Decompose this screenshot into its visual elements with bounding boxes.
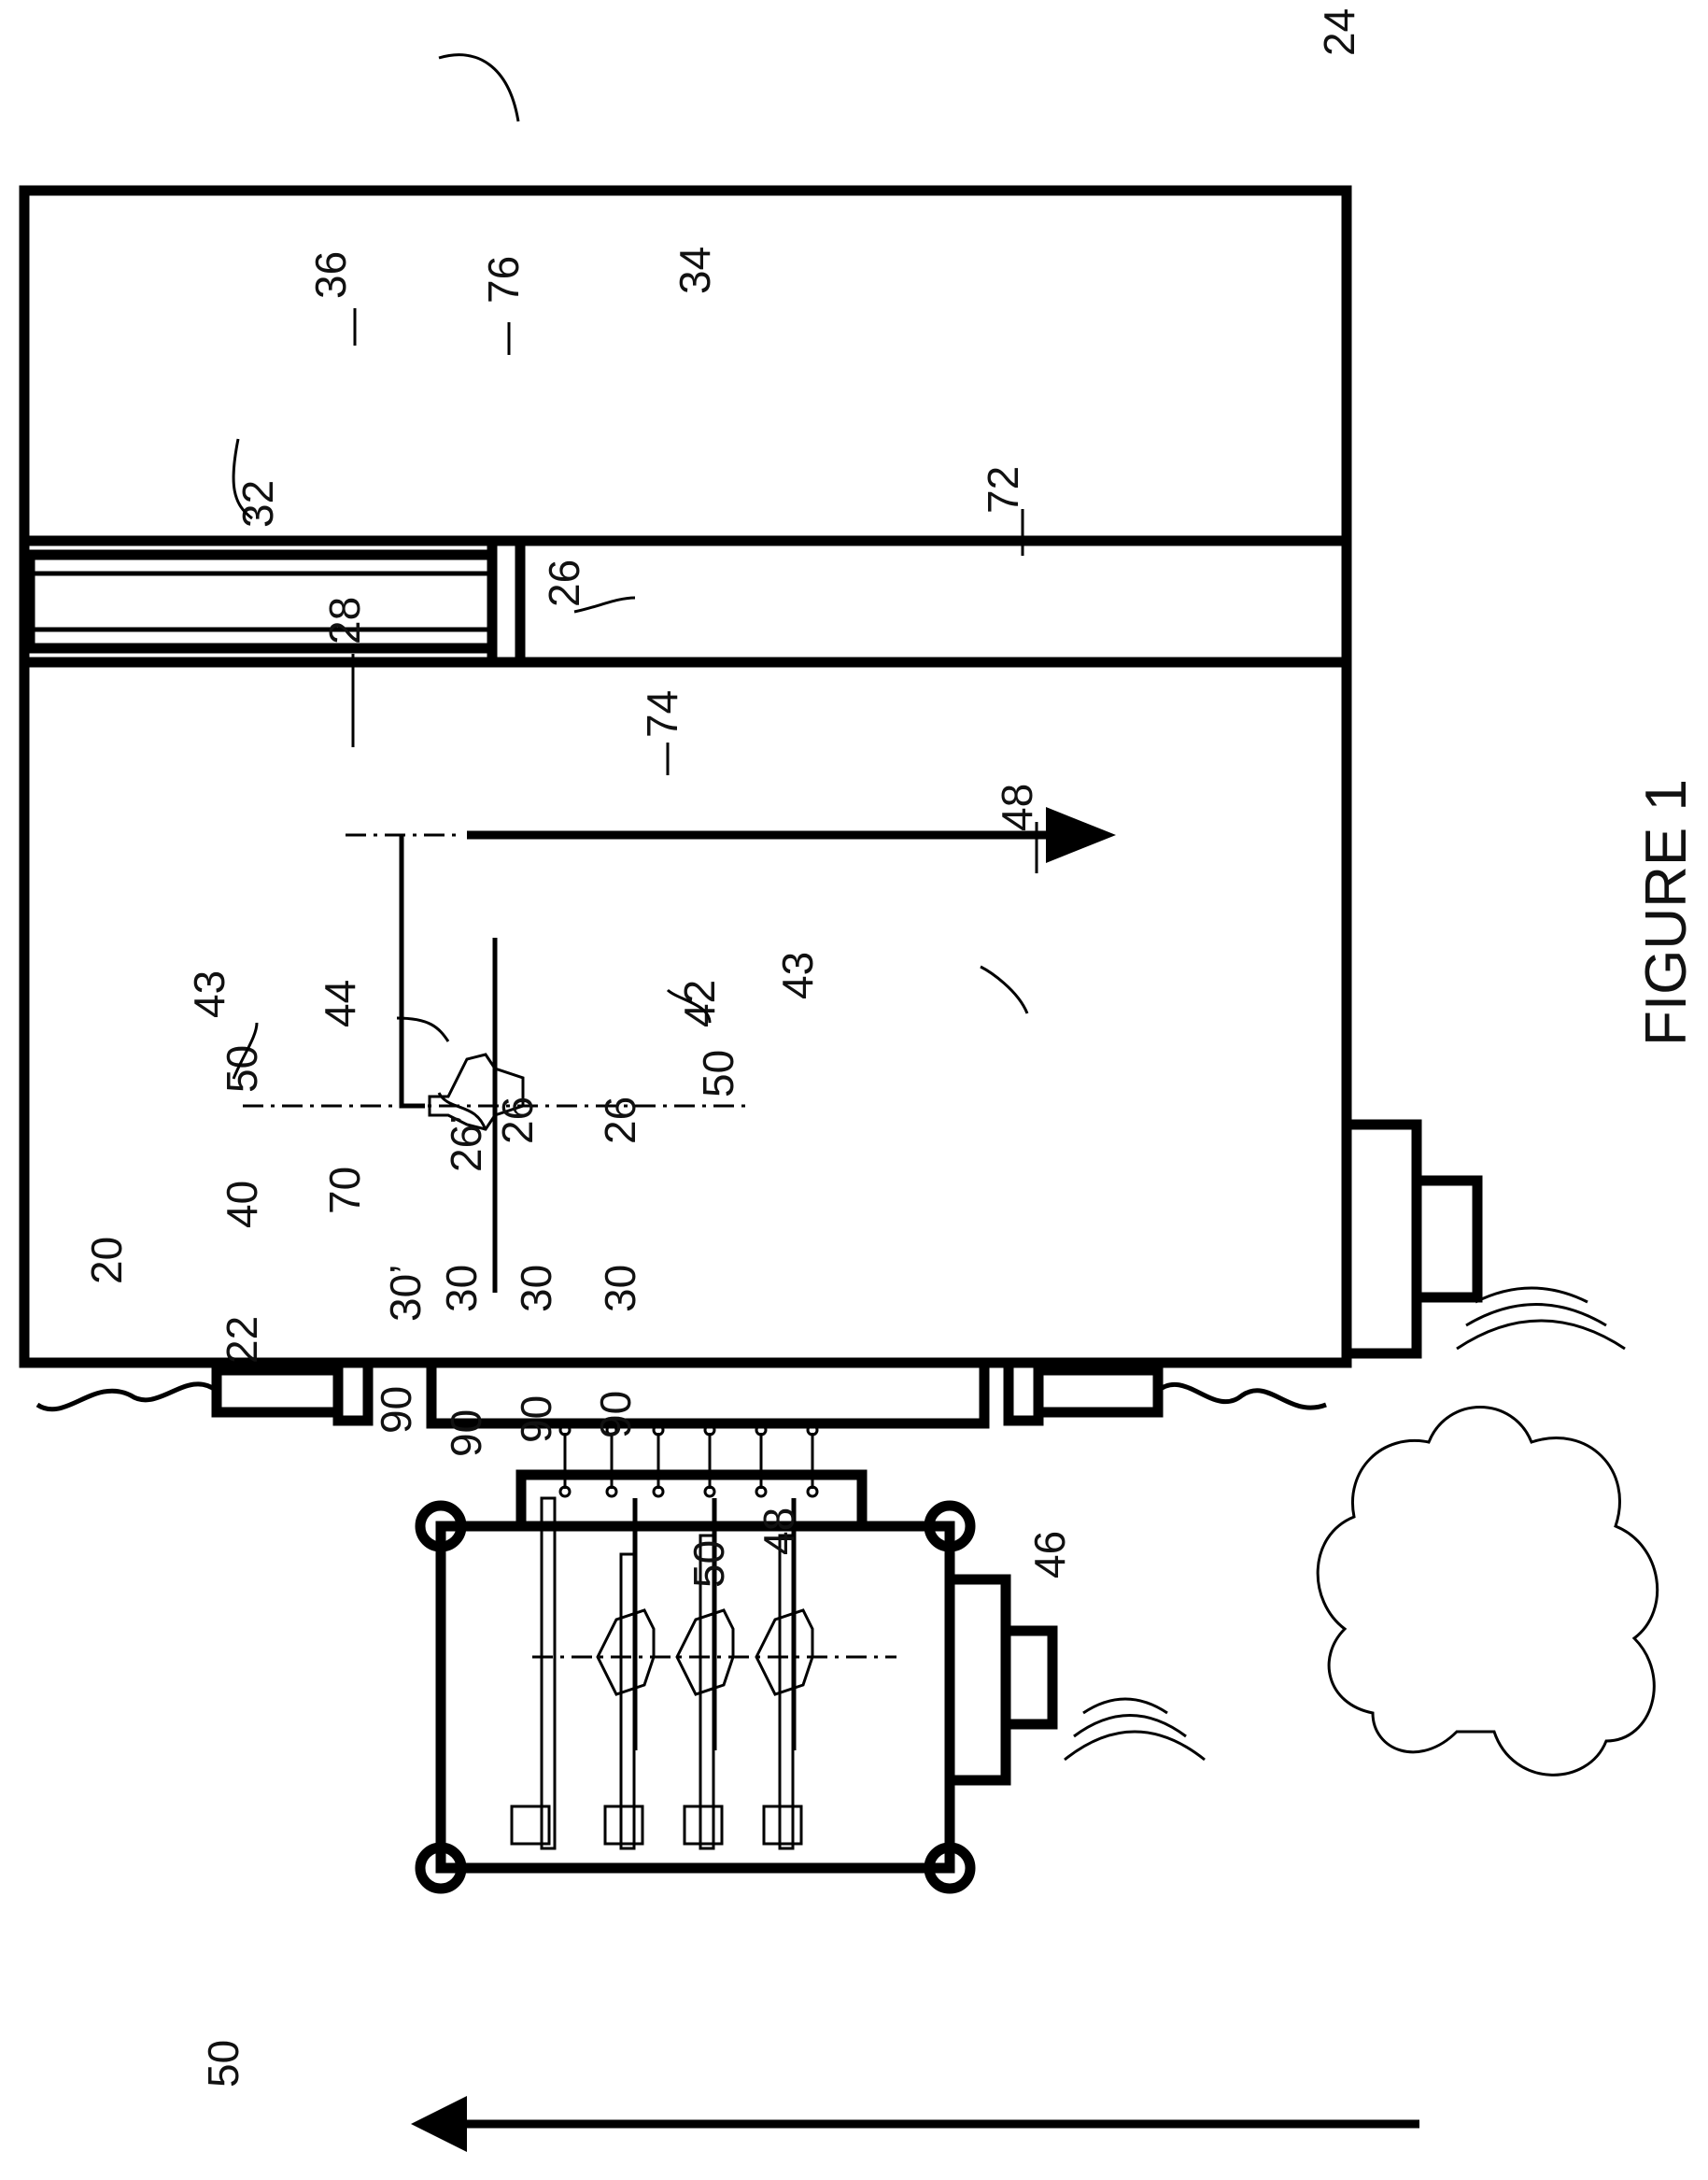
label-28: 28	[320, 597, 369, 644]
label-90-2: 90	[442, 1409, 490, 1457]
label-76: 76	[479, 256, 528, 304]
label-30-2: 30	[512, 1265, 560, 1312]
label-43-right: 43	[773, 952, 822, 999]
label-90-4: 90	[591, 1391, 640, 1438]
direction-72-arrowhead	[1046, 807, 1116, 863]
cart-connector-44	[521, 1475, 862, 1526]
wireless-48-station	[1475, 1288, 1588, 1302]
label-44: 44	[316, 980, 364, 1027]
label-30-1: 30	[437, 1265, 486, 1312]
label-72: 72	[979, 466, 1027, 514]
label-22: 22	[218, 1316, 266, 1364]
label-50-bottom-right: 50	[685, 1540, 733, 1588]
label-40: 40	[218, 1181, 266, 1228]
label-36: 36	[306, 251, 355, 299]
label-90-1: 90	[372, 1386, 420, 1434]
label-24: 24	[1315, 8, 1363, 56]
dock-latch-43-left-body	[217, 1370, 338, 1412]
rack-32	[30, 555, 492, 648]
label-42: 42	[675, 980, 724, 1027]
label-50-top-left: 50	[218, 1045, 266, 1093]
label-48-station: 48	[993, 784, 1041, 831]
label-43-left: 43	[185, 970, 233, 1018]
arm-28	[402, 835, 425, 1106]
movement-arrowhead	[411, 2096, 467, 2152]
label-30-3: 30	[596, 1265, 644, 1312]
label-26-cart-2: 26	[596, 1097, 644, 1144]
reference-labels: 24 36 76 34 32 72 26 28 74 48 43 44 42 4…	[82, 8, 1699, 2088]
cloud-46	[1318, 1408, 1658, 1776]
wireless-module-cart	[950, 1579, 1006, 1780]
label-48-cart: 48	[755, 1508, 803, 1555]
wireless-module-station	[1347, 1125, 1417, 1353]
wireless-48-cart	[1083, 1699, 1167, 1713]
door-76	[492, 541, 520, 662]
label-90-3: 90	[512, 1395, 560, 1443]
cable-left	[37, 1384, 217, 1409]
label-70: 70	[320, 1167, 369, 1214]
label-50-top-right: 50	[694, 1050, 742, 1097]
label-20: 20	[82, 1237, 131, 1284]
label-30-prime: 30’	[381, 1265, 430, 1322]
figure-caption: FIGURE 1	[1634, 779, 1699, 1046]
label-46: 46	[1025, 1531, 1074, 1578]
cable-right	[1158, 1384, 1326, 1408]
label-34: 34	[670, 247, 719, 294]
wireless-module-station-inner	[1417, 1181, 1477, 1297]
label-50-bottom-left: 50	[199, 2040, 247, 2088]
label-26-cart-1: 26	[493, 1097, 542, 1144]
leader-lines	[233, 55, 1037, 1130]
label-26-station: 26	[540, 559, 588, 607]
wireless-module-cart-inner	[1006, 1631, 1052, 1724]
label-74: 74	[638, 690, 686, 738]
dock-latch-43-right-body	[1038, 1370, 1158, 1412]
